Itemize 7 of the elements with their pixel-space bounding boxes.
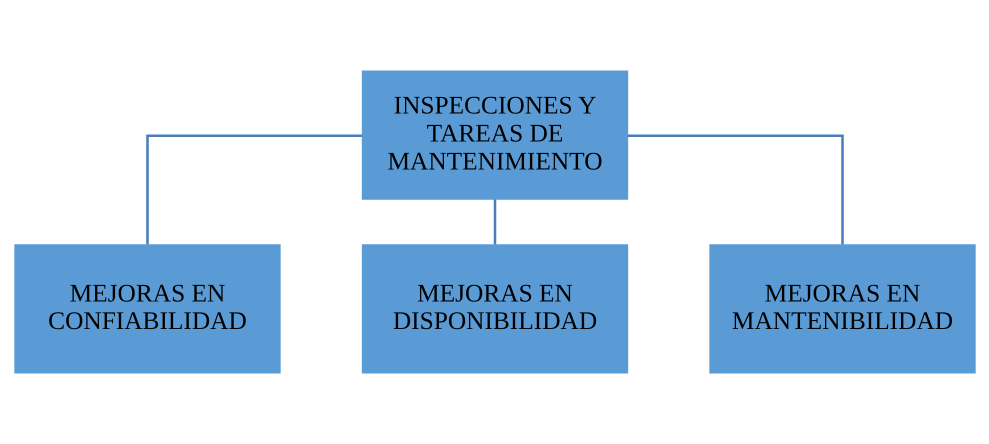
connector xyxy=(493,199,496,244)
connector xyxy=(627,134,844,244)
node-box: MEJORAS EN CONFIABILIDAD xyxy=(14,244,280,374)
node-box: INSPECCIONES Y TAREAS DE MANTENIMIENTO xyxy=(361,70,628,200)
node-box: MEJORAS EN MANTENIBILIDAD xyxy=(708,244,976,374)
connector xyxy=(146,134,362,244)
node-box: MEJORAS EN DISPONIBILIDAD xyxy=(361,244,628,374)
